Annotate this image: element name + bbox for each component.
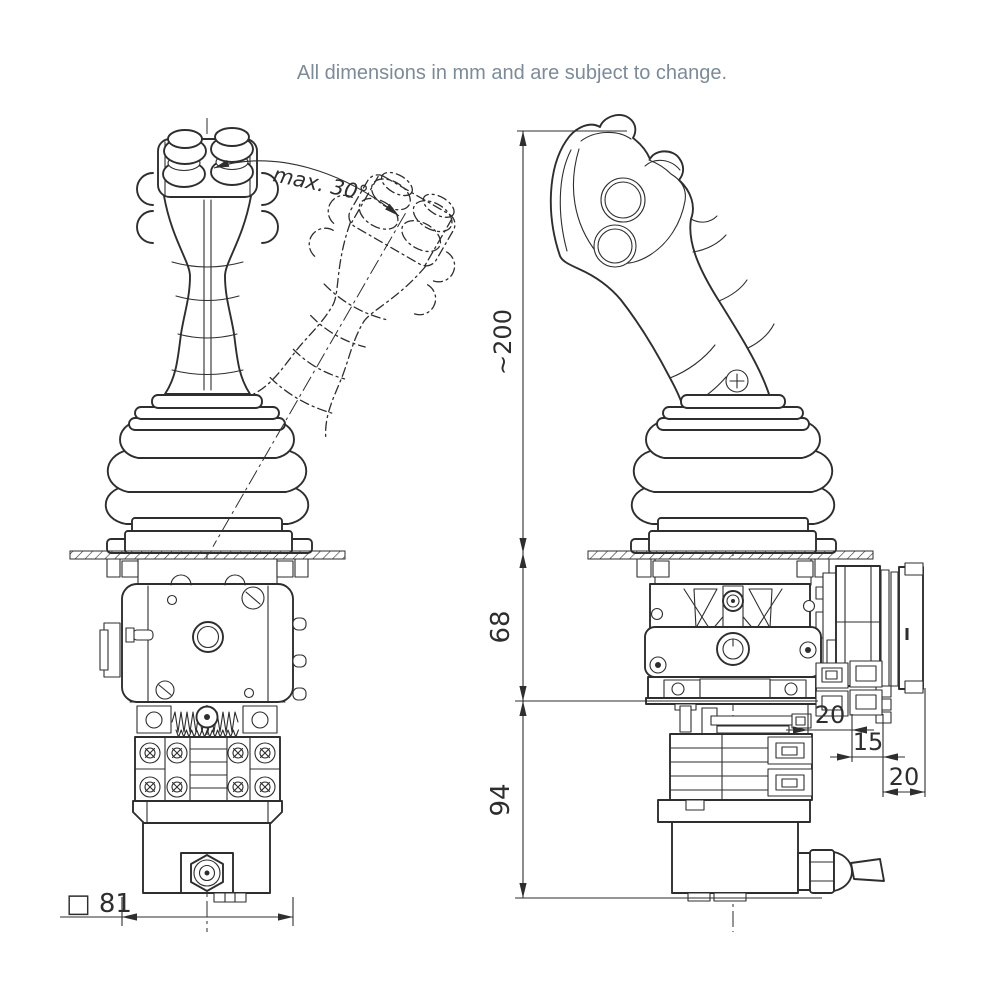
sensor-connector-tab bbox=[815, 662, 849, 689]
dim-vertical-group: ~200 68 94 bbox=[486, 130, 822, 899]
dim-offset-bottom-label: 20 bbox=[889, 763, 920, 791]
dim-base-width-label: □ 81 bbox=[66, 889, 132, 919]
sensor-assembly bbox=[815, 562, 924, 724]
side-pin bbox=[292, 617, 307, 631]
dim-horizontal-group: 20 15 20 bbox=[786, 688, 926, 797]
head-side-bump bbox=[136, 172, 154, 206]
front-spring-mechanism bbox=[129, 701, 286, 738]
side-spring-coil bbox=[699, 678, 771, 701]
dim-overall-height-label: ~200 bbox=[489, 309, 517, 375]
front-lower-body bbox=[132, 800, 283, 903]
front-handle bbox=[136, 127, 279, 395]
terminal-screws bbox=[139, 742, 276, 798]
side-bellows bbox=[630, 394, 836, 541]
side-lower-body bbox=[657, 799, 885, 902]
side-view: ~200 68 94 20 15 20 bbox=[486, 114, 926, 932]
side-housing bbox=[644, 583, 822, 705]
sensor-connector-tab bbox=[849, 660, 883, 688]
switch-connector-tab bbox=[767, 736, 813, 765]
tilt-arc bbox=[213, 159, 400, 217]
dim-offset-mid-label: 15 bbox=[853, 728, 884, 756]
front-panel-hatch bbox=[69, 550, 346, 560]
dim-offset-top-label: 20 bbox=[815, 701, 846, 729]
side-handle bbox=[549, 114, 775, 411]
dim-base-width: □ 81 bbox=[60, 889, 294, 926]
side-panel-hatch bbox=[587, 550, 874, 560]
front-under-panel-bracket bbox=[106, 558, 309, 586]
side-under-panel-bracket bbox=[636, 558, 830, 586]
side-switch-stack bbox=[669, 733, 813, 801]
tilted-handle-ghost bbox=[251, 171, 456, 438]
sensor-connector-tab bbox=[815, 690, 849, 717]
dim-lower-section-label: 94 bbox=[486, 783, 516, 816]
front-bellows bbox=[104, 394, 310, 541]
dim-flange-to-body-label: 68 bbox=[486, 610, 516, 643]
cable-gland bbox=[797, 849, 885, 894]
side-cam-assembly bbox=[674, 703, 812, 735]
front-view: max. 30° □ 81 bbox=[60, 118, 456, 932]
note-text: All dimensions in mm and are subject to … bbox=[297, 62, 727, 84]
front-terminal-block bbox=[134, 736, 281, 802]
tilt-axis bbox=[212, 212, 406, 547]
dim-max-tilt-label: max. 30° bbox=[271, 162, 370, 206]
switch-connector-tab bbox=[767, 768, 813, 797]
front-housing bbox=[99, 574, 307, 703]
sensor-connector-tab bbox=[849, 689, 883, 716]
cable bbox=[850, 858, 885, 882]
gear-teeth bbox=[175, 729, 239, 738]
